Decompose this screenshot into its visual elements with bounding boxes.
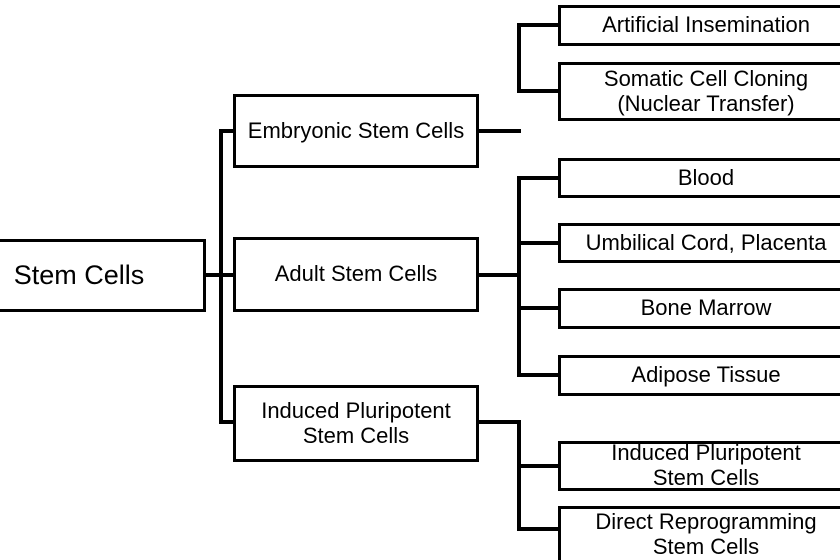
edge-adult-to-bone-marrow bbox=[517, 306, 560, 310]
edge-ipsc-trunk bbox=[517, 420, 521, 530]
node-blood[interactable]: Blood bbox=[558, 158, 840, 198]
node-somatic-cell-cloning[interactable]: Somatic Cell Cloning (Nuclear Transfer) bbox=[558, 62, 840, 121]
node-induced-pluripotent-stem-cells[interactable]: Induced Pluripotent Stem Cells bbox=[233, 385, 479, 462]
edge-adult-trunk bbox=[517, 176, 521, 376]
edge-trunk-to-ipsc bbox=[219, 420, 235, 424]
edge-ipsc-out bbox=[477, 420, 521, 424]
node-label-direct-reprogramming-stem-cells: Direct Reprogramming Stem Cells bbox=[595, 509, 817, 559]
node-label-stem-cells-root: Stem Cells bbox=[13, 260, 145, 291]
node-label-embryonic-stem-cells: Embryonic Stem Cells bbox=[247, 117, 465, 143]
node-induced-pluripotent-stem-cells-leaf[interactable]: Induced Pluripotent Stem Cells bbox=[558, 440, 840, 491]
edge-adult-to-adipose-tissue bbox=[517, 373, 560, 377]
node-label-blood: Blood bbox=[677, 164, 735, 190]
node-adipose-tissue[interactable]: Adipose Tissue bbox=[558, 355, 840, 396]
edge-trunk-to-adult bbox=[219, 273, 235, 277]
node-adult-stem-cells[interactable]: Adult Stem Cells bbox=[233, 237, 479, 312]
edge-adult-to-blood bbox=[517, 176, 560, 180]
node-label-artificial-insemination: Artificial Insemination bbox=[602, 12, 810, 38]
edge-ipsc-to-direct-reprogramming bbox=[517, 527, 560, 531]
edge-embryonic-trunk bbox=[517, 23, 521, 93]
node-stem-cells-root[interactable]: Stem Cells bbox=[0, 239, 206, 312]
edge-embryonic-to-artificial-insemination bbox=[517, 23, 560, 27]
node-label-adipose-tissue: Adipose Tissue bbox=[631, 362, 781, 388]
node-label-adult-stem-cells: Adult Stem Cells bbox=[274, 261, 438, 287]
node-direct-reprogramming-stem-cells[interactable]: Direct Reprogramming Stem Cells bbox=[558, 506, 840, 560]
edge-trunk-to-embryonic bbox=[219, 129, 235, 133]
edge-embryonic-out bbox=[477, 129, 521, 133]
node-label-induced-pluripotent-stem-cells-leaf: Induced Pluripotent Stem Cells bbox=[611, 440, 801, 490]
edge-adult-out bbox=[477, 273, 521, 277]
node-artificial-insemination[interactable]: Artificial Insemination bbox=[558, 5, 840, 46]
edge-ipsc-to-induced-pluripotent bbox=[517, 464, 560, 468]
edge-embryonic-to-somatic-cell-cloning bbox=[517, 89, 560, 93]
edge-root-stub bbox=[205, 273, 223, 277]
node-bone-marrow[interactable]: Bone Marrow bbox=[558, 288, 840, 329]
node-label-umbilical-cord-placenta: Umbilical Cord, Placenta bbox=[585, 229, 827, 255]
node-label-induced-pluripotent-stem-cells: Induced Pluripotent Stem Cells bbox=[261, 397, 451, 448]
node-label-bone-marrow: Bone Marrow bbox=[640, 295, 772, 321]
node-embryonic-stem-cells[interactable]: Embryonic Stem Cells bbox=[233, 94, 479, 168]
node-umbilical-cord-placenta[interactable]: Umbilical Cord, Placenta bbox=[558, 223, 840, 263]
node-label-somatic-cell-cloning: Somatic Cell Cloning (Nuclear Transfer) bbox=[603, 65, 809, 116]
edge-adult-to-umbilical-cord-placenta bbox=[517, 241, 560, 245]
